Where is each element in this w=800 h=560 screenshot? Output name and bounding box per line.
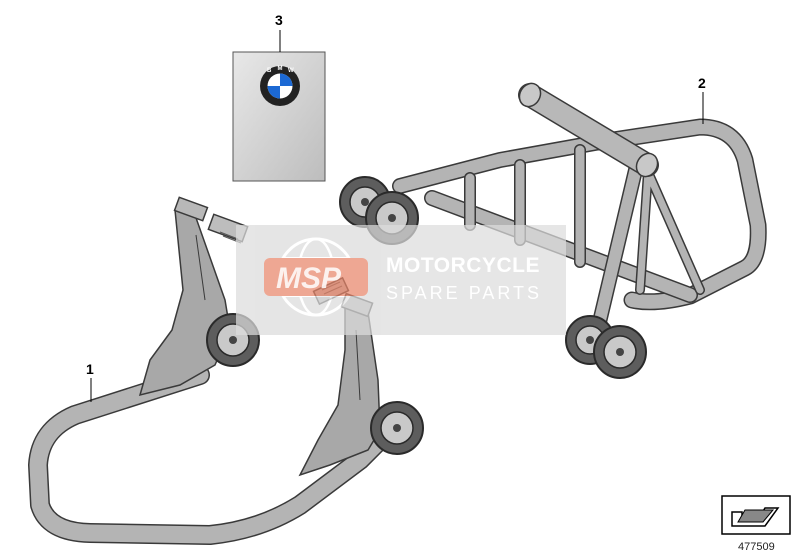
rear-stand: [28, 365, 395, 545]
watermark-line-1: MOTORCYCLE: [386, 254, 540, 277]
diagram-reference-number: 477509: [738, 541, 775, 553]
owners-manual: B M W: [232, 51, 326, 182]
callout-part-2: 2: [698, 75, 706, 91]
emblem-letter-b: B: [267, 68, 272, 74]
globe-logo-icon: [264, 237, 368, 317]
watermark-logo-text: MSP: [276, 262, 342, 295]
emblem-letter-w: W: [288, 68, 294, 74]
pointer-arrow-icon: [721, 495, 791, 535]
bmw-emblem-icon: B M W: [260, 66, 300, 106]
watermark-line-2: SPARE PARTS: [386, 283, 543, 303]
callout-part-3: 3: [275, 12, 283, 28]
watermark: [236, 225, 566, 335]
emblem-letter-m: M: [278, 66, 283, 72]
callout-part-1: 1: [86, 361, 94, 377]
